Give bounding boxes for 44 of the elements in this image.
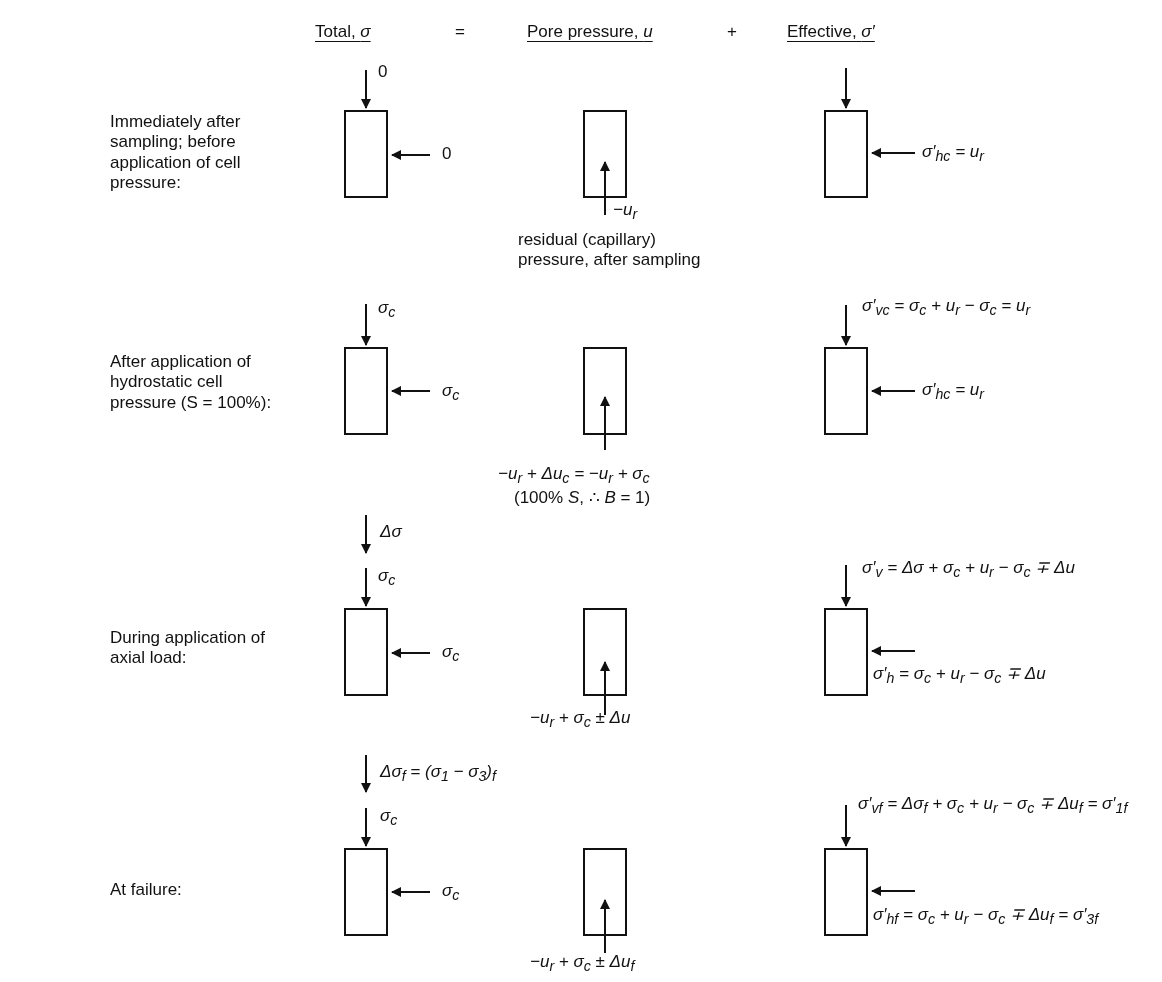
force-label: −u$_{r}$ + Δu$_{c}$ = −u$_{r}$ + σ$_{c}$ <box>498 464 650 488</box>
column-heading: Total, σ <box>315 22 371 43</box>
row-label: At failure: <box>110 880 182 901</box>
force-label: 0 <box>378 62 388 83</box>
note: (100% S, ∴ B = 1) <box>514 488 651 509</box>
soil-specimen-box <box>344 608 388 696</box>
soil-specimen-box <box>824 608 868 696</box>
soil-specimen-box <box>583 347 627 435</box>
row-label: During application of axial load: <box>110 628 266 669</box>
force-label: −u$_{r}$ <box>613 200 638 224</box>
soil-specimen-box <box>583 110 627 198</box>
force-label: 0 <box>442 144 452 165</box>
note: residual (capillary) pressure, after sampling <box>518 230 702 271</box>
force-label: Δσ <box>380 522 402 543</box>
force-label: σ$_{c}$ <box>380 806 398 830</box>
row-label: Immediately after sampling; before application of cell pressure: <box>110 112 242 194</box>
soil-specimen-box <box>824 110 868 198</box>
force-label: σ′$_{vf}$ = Δσ$_{f}$ + σ$_{c}$ + u$_{r}$ − σ$_{c}$ ∓ Δu$_{f}$ = σ′$_{1f}$ <box>858 794 1128 818</box>
force-label: −u$_{r}$ + σ$_{c}$ ± Δu <box>530 708 631 732</box>
row-label: After application of hydrostatic cell pressure (S = 100%): <box>110 352 273 414</box>
soil-specimen-box <box>583 848 627 936</box>
soil-specimen-box <box>344 347 388 435</box>
soil-specimen-box <box>344 848 388 936</box>
force-label: σ$_{c}$ <box>378 298 396 322</box>
force-label: σ′$_{hc}$ = u$_{r}$ <box>922 142 984 166</box>
force-label: σ′$_{vc}$ = σ$_{c}$ + u$_{r}$ − σ$_{c}$ = u$_{r}$ <box>862 296 1031 320</box>
soil-specimen-box <box>344 110 388 198</box>
column-heading: Pore pressure, u <box>527 22 653 43</box>
soil-specimen-box <box>583 608 627 696</box>
force-label: −u$_{r}$ + σ$_{c}$ ± Δu$_{f}$ <box>530 952 635 976</box>
equals-sign: = <box>455 22 465 43</box>
force-label: σ$_{c}$ <box>442 381 460 405</box>
soil-specimen-box <box>824 347 868 435</box>
plus-sign: + <box>727 22 737 43</box>
force-label: σ$_{c}$ <box>442 642 460 666</box>
force-label: σ′$_{hf}$ = σ$_{c}$ + u$_{r}$ − σ$_{c}$ ∓ Δu$_{f}$ = σ′$_{3f}$ <box>873 905 1101 929</box>
force-label: σ$_{c}$ <box>378 566 396 590</box>
force-label: σ′$_{hc}$ = u$_{r}$ <box>922 380 984 404</box>
force-label: Δσ$_{f}$ = (σ$_{1}$ − σ$_{3}$)$_{f}$ <box>380 762 496 786</box>
soil-specimen-box <box>824 848 868 936</box>
force-label: σ′$_{h}$ = σ$_{c}$ + u$_{r}$ − σ$_{c}$ ∓ Δu <box>873 664 1046 688</box>
force-label: σ′$_{v}$ = Δσ + σ$_{c}$ + u$_{r}$ − σ$_{c}$ ∓ Δu <box>862 558 1075 582</box>
force-label: σ$_{c}$ <box>442 881 460 905</box>
column-heading: Effective, σ′ <box>787 22 875 43</box>
